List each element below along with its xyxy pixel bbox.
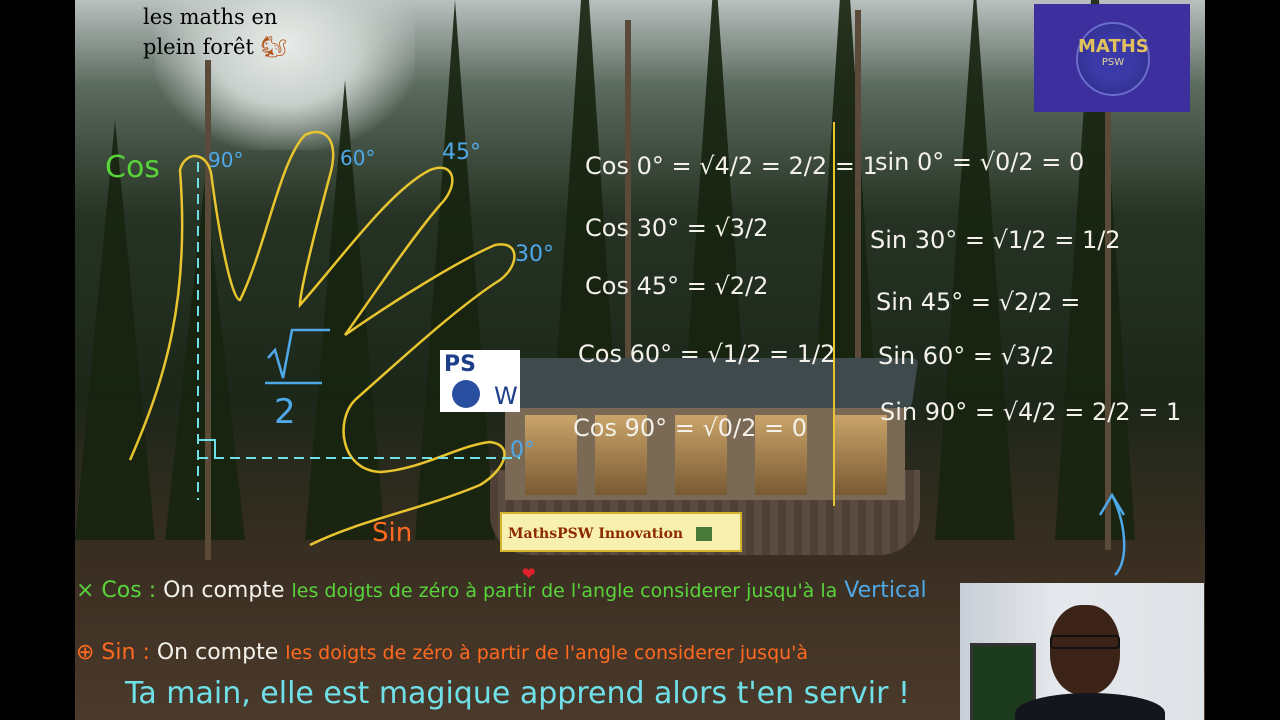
sin-lhs: Sin 60°: [878, 342, 966, 370]
channel-logo: MATHS PSW: [1034, 4, 1190, 112]
innovation-badge: MathsPSW Innovation ❤: [500, 512, 742, 583]
cos-lhs: Cos 0°: [585, 152, 664, 180]
sin-formula-0: sin 0° = √0/2 = 0: [875, 148, 1084, 176]
sin-label: Sin: [372, 518, 413, 548]
rule-cos-text2: les doigts de zéro à partir de l'angle c…: [291, 580, 838, 602]
sin-formula-60: Sin 60° = √3/2: [878, 342, 1055, 370]
title-line-1: les maths en: [143, 5, 278, 29]
cos-lhs: Cos 90°: [573, 414, 668, 442]
cos-eq: = √1/2 = 1/2: [679, 340, 836, 368]
cos-label: Cos: [105, 150, 160, 185]
presenter-face: [1050, 605, 1120, 695]
angle-30: 30°: [515, 242, 554, 267]
tree: [935, 0, 1015, 540]
rule-sin-text2: les doigts de zéro à partir de l'angle c…: [285, 642, 809, 664]
sin-lhs: Sin 90°: [880, 398, 968, 426]
psw-top: PS: [444, 352, 476, 377]
title-line-2: plein forêt 🐿: [143, 32, 287, 62]
rule-sin: ⊕ Sin : On compte les doigts de zéro à p…: [76, 640, 960, 665]
cabin-window: [595, 415, 647, 495]
webcam-overlay: [960, 583, 1204, 720]
angle-0: 0°: [510, 438, 535, 463]
cos-formula-90: Cos 90° = √0/2 = 0: [573, 414, 807, 442]
cabin-window: [835, 415, 887, 495]
sin-formula-90: Sin 90° = √4/2 = 2/2 = 1: [880, 398, 1181, 426]
sin-lhs: Sin 30°: [870, 226, 958, 254]
cos-formula-45: Cos 45° = √2/2: [585, 272, 768, 300]
sin-eq: = √2/2 =: [970, 288, 1081, 316]
tree: [415, 0, 495, 540]
angle-60: 60°: [340, 146, 376, 170]
cabin-window: [525, 415, 577, 495]
squirrel-icon: 🐿: [260, 35, 288, 59]
logo-brand: MATHS: [1078, 36, 1149, 57]
video-frame: [75, 0, 1205, 720]
sin-formula-30: Sin 30° = √1/2 = 1/2: [870, 226, 1121, 254]
logo-sub: PSW: [1101, 57, 1125, 68]
sin-formula-45: Sin 45° = √2/2 =: [876, 288, 1080, 316]
rule-cos: × Cos : On compte les doigts de zéro à p…: [76, 578, 927, 603]
cos-formula-0: Cos 0° = √4/2 = 2/2 = 1: [585, 152, 878, 180]
sin-eq: = √4/2 = 2/2 = 1: [974, 398, 1182, 426]
trunk: [1105, 30, 1111, 550]
video-title: les maths en plein forêt 🐿: [143, 2, 287, 62]
trunk: [625, 20, 631, 540]
cos-eq: = √4/2 = 2/2 = 1: [671, 152, 878, 180]
psw-bottom: W: [494, 382, 518, 410]
cos-eq: = √2/2: [686, 272, 769, 300]
rule-cos-prefix: × Cos :: [76, 578, 157, 603]
cos-formula-60: Cos 60° = √1/2 = 1/2: [578, 340, 835, 368]
cabin-window: [675, 415, 727, 495]
sin-eq: = √3/2: [972, 342, 1055, 370]
cos-lhs: Cos 60°: [578, 340, 673, 368]
teacher-icon: [695, 527, 712, 541]
cos-lhs: Cos 30°: [585, 214, 680, 242]
title-text: plein forêt: [143, 35, 254, 59]
cos-formula-30: Cos 30° = √3/2: [585, 214, 768, 242]
fraction-denominator: 2: [274, 392, 296, 432]
innovation-label: MathsPSW Innovation: [508, 526, 684, 542]
trunk: [205, 60, 211, 560]
tree: [305, 80, 385, 540]
angle-45: 45°: [442, 140, 481, 165]
presenter-shoulders: [1015, 693, 1165, 720]
sin-lhs: Sin 45°: [876, 288, 964, 316]
sqrt-symbol: [267, 328, 330, 379]
arrow-up-icon: [1098, 492, 1126, 576]
glasses-icon: [1050, 635, 1120, 649]
rule-cos-text1: On compte: [163, 578, 285, 603]
trunk: [855, 10, 861, 550]
rule-sin-text1: On compte: [156, 640, 279, 665]
tree: [75, 120, 155, 540]
sin-eq: = √0/2 = 0: [951, 148, 1085, 176]
sin-eq: = √1/2 = 1/2: [964, 226, 1121, 254]
angle-90: 90°: [208, 148, 244, 172]
psw-logo: PS W: [440, 350, 520, 412]
rule-sin-prefix: ⊕ Sin :: [76, 640, 150, 665]
sin-lhs: sin 0°: [875, 148, 945, 176]
hand-outline: [128, 130, 516, 547]
footer-slogan: Ta main, elle est magique apprend alors …: [125, 676, 911, 711]
cos-eq: = √3/2: [686, 214, 769, 242]
brain-icon: [452, 380, 480, 408]
cos-eq: = √0/2 = 0: [674, 414, 808, 442]
cabin-window: [755, 415, 807, 495]
heart-icon: ❤: [522, 564, 536, 583]
logo-emblem: MATHS PSW: [1076, 22, 1150, 96]
rule-cos-end: Vertical: [844, 578, 927, 603]
cos-lhs: Cos 45°: [585, 272, 680, 300]
right-angle-mark: [198, 439, 216, 458]
